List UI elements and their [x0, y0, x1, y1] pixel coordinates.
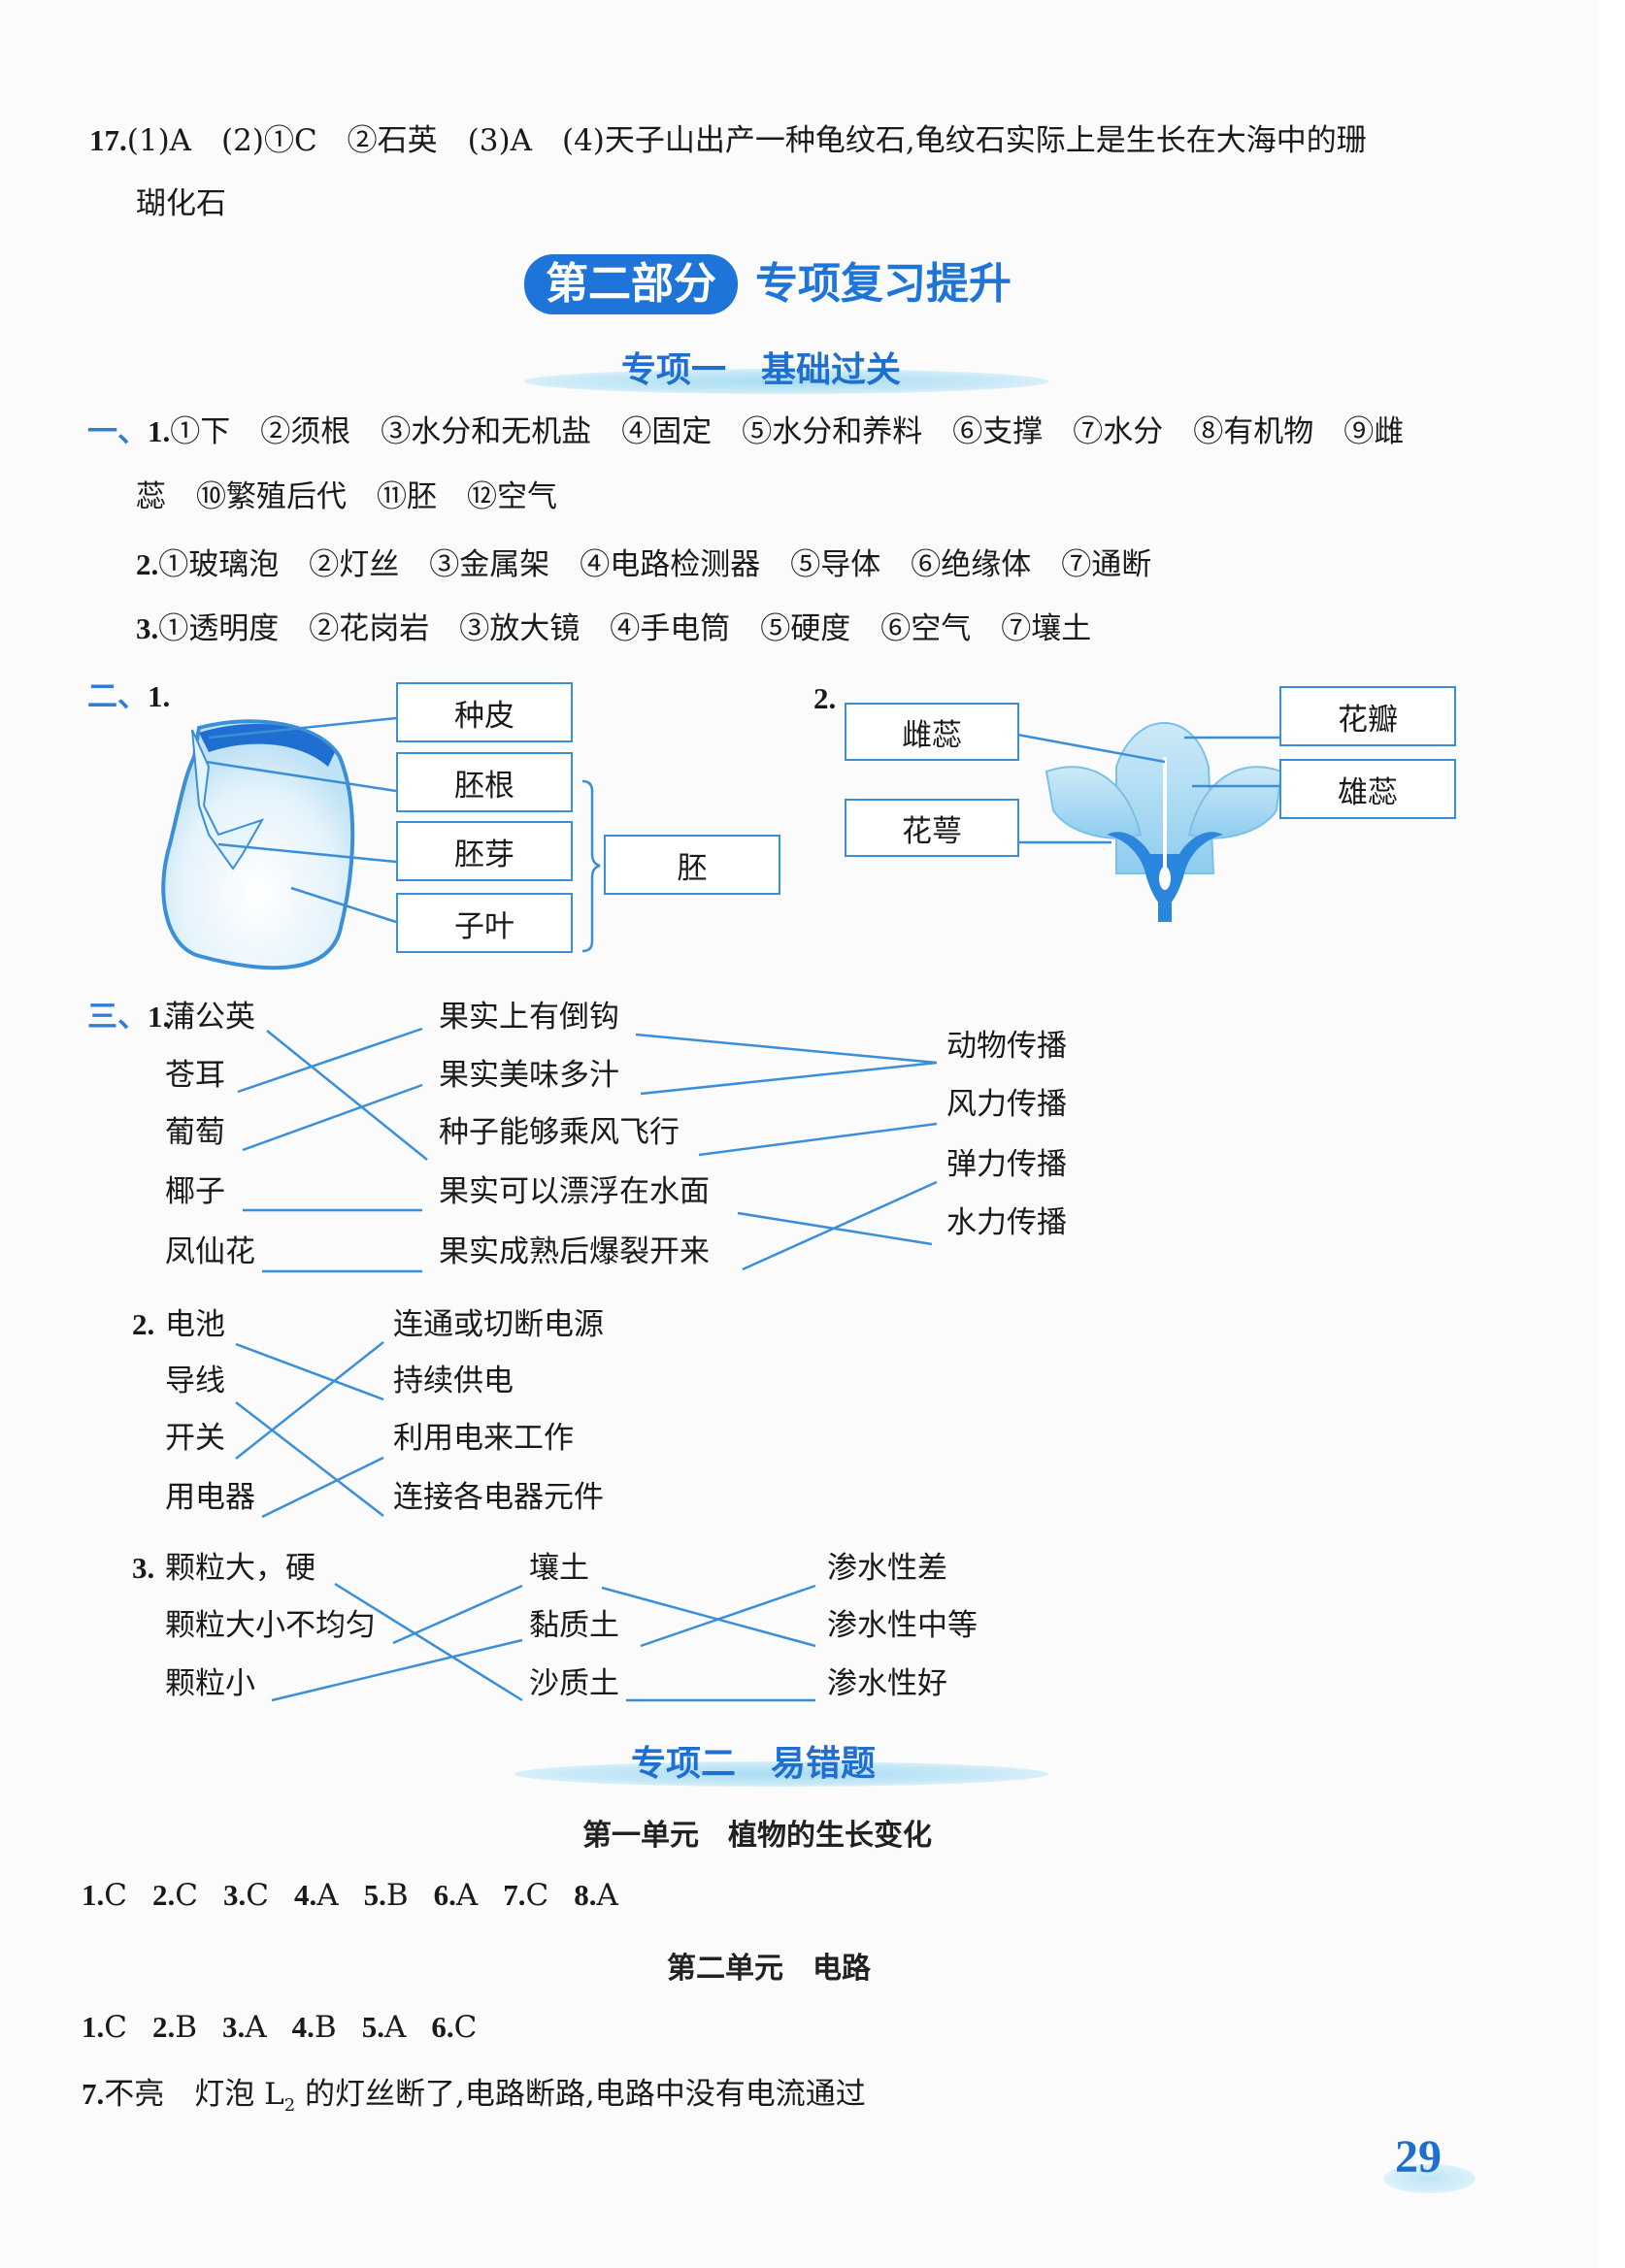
- part1-q1-line1: 一、1.①下 ②须根 ③水分和无机盐 ④固定 ⑤水分和养料 ⑥支撑 ⑦水分 ⑧有…: [87, 412, 1404, 451]
- label-petal: 花瓣: [1279, 686, 1456, 746]
- part3-q3-label: 3.: [132, 1551, 155, 1585]
- feature-item: 果实成熟后爆裂开来: [439, 1234, 710, 1269]
- answer-item: 2.B: [151, 2010, 198, 2045]
- section1-glow: [524, 369, 1048, 394]
- feature-item: 果实上有倒钩: [439, 1000, 619, 1035]
- circuit-part: 用电器: [165, 1480, 255, 1515]
- q7-text-post: 的灯丝断了,电路断路,电路中没有电流通过: [295, 2077, 866, 2112]
- q3-label: 3.: [136, 611, 159, 645]
- feature-item: 果实美味多汁: [439, 1058, 619, 1093]
- method-item: 风力传播: [946, 1087, 1067, 1122]
- part-banner: 第二部分 专项复习提升: [524, 254, 1011, 314]
- answer-item: 4.A: [293, 1878, 339, 1913]
- unit2-answers: 1.C 2.B 3.A 4.B 5.A 6.C: [82, 2008, 477, 2047]
- answer-item: 3.A: [222, 2010, 267, 2045]
- label-sepal: 花萼: [845, 799, 1019, 857]
- answer-item: 1.C: [82, 1878, 127, 1913]
- label-radicle: 胚根: [396, 752, 573, 812]
- answer-item: 5.A: [361, 2010, 407, 2045]
- q7-label: 7.: [82, 2077, 105, 2111]
- part3-q1-label: 1.: [148, 1000, 171, 1034]
- part2-q2-label: 2.: [813, 681, 837, 715]
- answer-item: 6.C: [431, 2010, 478, 2045]
- label-embryo: 胚: [604, 835, 780, 895]
- plant-item: 凤仙花: [165, 1234, 255, 1269]
- soil-permeability: 渗水性差: [827, 1551, 947, 1586]
- part-title: 专项复习提升: [755, 259, 1011, 309]
- part2-prefix: 二、: [87, 679, 148, 713]
- label-plumule: 胚芽: [396, 821, 573, 881]
- plant-item: 蒲公英: [165, 1000, 255, 1035]
- unit1-title: 第一单元 植物的生长变化: [582, 1819, 932, 1853]
- method-item: 动物传播: [946, 1029, 1067, 1064]
- soil-feature: 颗粒大小不均匀: [165, 1608, 376, 1643]
- q7-subscript: 2: [283, 2095, 296, 2117]
- page-number: 29: [1395, 2131, 1442, 2183]
- soil-type: 壤土: [529, 1551, 589, 1586]
- part-pill: 第二部分: [524, 254, 738, 314]
- circuit-function: 利用电来工作: [393, 1421, 574, 1456]
- soil-permeability: 渗水性中等: [827, 1608, 978, 1643]
- page-number-badge: 29: [1383, 2130, 1480, 2198]
- soil-feature: 颗粒小: [165, 1666, 255, 1701]
- method-item: 弹力传播: [946, 1147, 1067, 1182]
- unit1-answers: 1.C 2.C 3.C 4.A 5.B 6.A 7.C 8.A: [82, 1876, 618, 1915]
- section2-glow: [514, 1761, 1048, 1787]
- feature-item: 种子能够乘风飞行: [439, 1115, 680, 1150]
- part3-q2-label: 2.: [132, 1307, 155, 1341]
- part1-q2: 2.①玻璃泡 ②灯丝 ③金属架 ④电路检测器 ⑤导体 ⑥绝缘体 ⑦通断: [136, 545, 1151, 584]
- unit2-title: 第二单元 电路: [667, 1952, 871, 1986]
- part1-q1-line2: 蕊 ⑩繁殖后代 ⑪胚 ⑫空气: [136, 479, 557, 514]
- part2-q1-label: 1.: [148, 679, 171, 713]
- plant-item: 苍耳: [165, 1058, 225, 1093]
- part1-q3: 3.①透明度 ②花岗岩 ③放大镜 ④手电筒 ⑤硬度 ⑥空气 ⑦壤土: [136, 609, 1091, 648]
- answer-item: 4.B: [291, 2010, 337, 2045]
- label-pistil: 雌蕊: [845, 703, 1019, 761]
- plant-item: 葡萄: [165, 1115, 225, 1150]
- q7-text-pre: 不亮 灯泡 L: [104, 2077, 284, 2112]
- feature-item: 果实可以漂浮在水面: [439, 1174, 710, 1209]
- q17-answer-text: (1)A (2)①C ②石英 (3)A (4)天子山出产一种龟纹石,龟纹石实际上…: [126, 123, 1367, 158]
- method-item: 水力传播: [946, 1205, 1067, 1240]
- soil-feature: 颗粒大，硬: [165, 1551, 315, 1586]
- soil-permeability: 渗水性好: [827, 1666, 947, 1701]
- answer-item: 7.C: [503, 1878, 549, 1913]
- section1-title: 专项一 基础过关: [621, 350, 902, 390]
- circuit-function: 持续供电: [393, 1364, 514, 1398]
- q3-answers: ①透明度 ②花岗岩 ③放大镜 ④手电筒 ⑤硬度 ⑥空气 ⑦壤土: [158, 611, 1092, 646]
- q17-line1: 17.(1)A (2)①C ②石英 (3)A (4)天子山出产一种龟纹石,龟纹石…: [89, 121, 1367, 160]
- q17-label: 17.: [89, 123, 127, 157]
- q17-line2: 瑚化石: [136, 186, 226, 221]
- unit2-q7: 7.不亮 灯泡 L2 的灯丝断了,电路断路,电路中没有电流通过: [82, 2075, 866, 2125]
- circuit-part: 电池: [165, 1307, 225, 1342]
- part1-prefix: 一、: [87, 414, 148, 448]
- answer-item: 8.A: [574, 1878, 618, 1913]
- circuit-function: 连接各电器元件: [393, 1480, 604, 1515]
- label-stamen: 雄蕊: [1279, 759, 1456, 819]
- answer-item: 5.B: [363, 1878, 409, 1913]
- plant-item: 椰子: [165, 1174, 225, 1209]
- part2-q1-heading: 二、1.: [87, 677, 170, 716]
- answer-item: 2.C: [151, 1878, 198, 1913]
- answer-item: 3.C: [222, 1878, 269, 1913]
- answer-item: 6.A: [433, 1878, 479, 1913]
- q1-label: 1.: [148, 414, 171, 448]
- label-seed-coat: 种皮: [396, 682, 573, 742]
- part3-heading: 三、1.: [87, 998, 170, 1036]
- q2-answers: ①玻璃泡 ②灯丝 ③金属架 ④电路检测器 ⑤导体 ⑥绝缘体 ⑦通断: [158, 547, 1152, 582]
- q1-answers: ①下 ②须根 ③水分和无机盐 ④固定 ⑤水分和养料 ⑥支撑 ⑦水分 ⑧有机物 ⑨…: [170, 414, 1405, 449]
- circuit-part: 开关: [165, 1421, 225, 1456]
- circuit-part: 导线: [165, 1364, 225, 1398]
- part3-prefix: 三、: [87, 1000, 148, 1034]
- circuit-function: 连通或切断电源: [393, 1307, 604, 1342]
- q2-label: 2.: [136, 547, 159, 581]
- soil-type: 沙质土: [529, 1666, 619, 1701]
- soil-type: 黏质土: [529, 1608, 619, 1643]
- answer-item: 1.C: [82, 2010, 127, 2045]
- page-number-glow: [1383, 2164, 1476, 2193]
- label-cotyledon: 子叶: [396, 893, 573, 953]
- section2-title: 专项二 易错题: [631, 1744, 877, 1784]
